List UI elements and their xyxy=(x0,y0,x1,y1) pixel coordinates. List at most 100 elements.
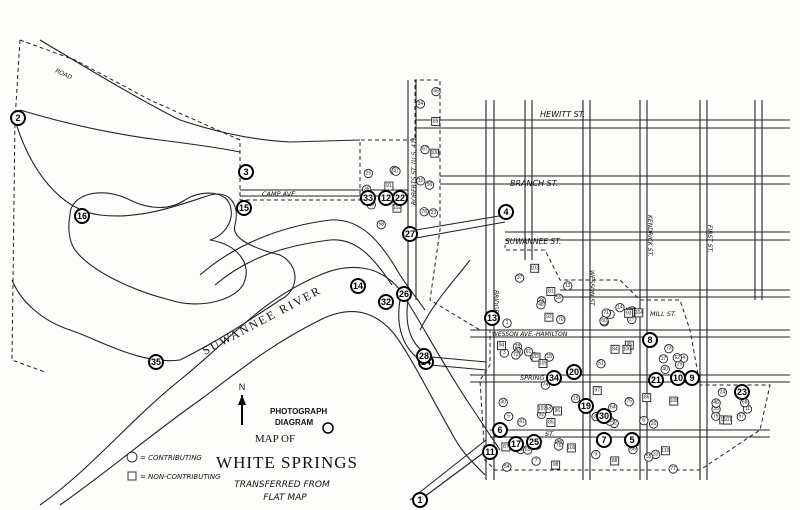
svg-text:87: 87 xyxy=(503,444,509,450)
photo-marker-32: 32 xyxy=(378,294,394,310)
svg-text:81: 81 xyxy=(548,288,554,294)
svg-text:60: 60 xyxy=(601,318,607,324)
photo-marker-3: 3 xyxy=(238,164,254,180)
river-bank-south xyxy=(59,311,486,506)
contributing-site-54: 54 xyxy=(502,462,512,472)
street-label-hewitt: HEWITT ST. xyxy=(540,110,585,119)
svg-text:61: 61 xyxy=(526,349,532,355)
svg-text:3: 3 xyxy=(503,350,506,356)
park-outline xyxy=(11,119,296,362)
contributing-site-57: 57 xyxy=(736,411,746,422)
noncontributing-site-103: 103 xyxy=(530,263,540,273)
svg-text:21: 21 xyxy=(651,375,661,385)
contributing-site-59: 59 xyxy=(554,293,564,303)
noncontributing-site-104: 104 xyxy=(634,308,644,318)
svg-text:4: 4 xyxy=(503,207,508,217)
noncontributing-site-105: 105 xyxy=(538,359,548,368)
svg-text:73: 73 xyxy=(666,346,672,352)
contributing-site-37: 37 xyxy=(514,273,525,283)
svg-text:63: 63 xyxy=(545,406,551,412)
photo-marker-22: 22 xyxy=(392,190,408,206)
contributing-site-19: 19 xyxy=(571,393,581,404)
photo-markers: 1234567891011121314151617192021222324252… xyxy=(10,110,750,508)
photo-marker-7: 7 xyxy=(596,432,612,448)
svg-text:33: 33 xyxy=(653,451,659,457)
svg-text:28: 28 xyxy=(419,351,429,361)
svg-text:85: 85 xyxy=(548,419,554,425)
svg-text:58: 58 xyxy=(378,222,384,228)
noncontributing-site-91: 91 xyxy=(384,181,394,191)
street-label-suwannee: SUWANNEE ST. xyxy=(505,237,561,246)
svg-text:72: 72 xyxy=(513,352,519,358)
svg-text:68: 68 xyxy=(742,400,748,406)
legend: PHOTOGRAPH DIAGRAM = CONTRIBUTING = NON-… xyxy=(126,407,334,481)
svg-text:15: 15 xyxy=(546,354,552,360)
contributing-site-20: 20 xyxy=(648,419,659,429)
noncontributing-site-107: 107 xyxy=(537,404,547,414)
svg-text:25: 25 xyxy=(529,437,539,447)
photo-marker-12: 12 xyxy=(378,190,394,206)
photo-marker-15: 15 xyxy=(236,200,252,216)
svg-text:105: 105 xyxy=(539,360,548,366)
noncontributing-site-94: 94 xyxy=(497,341,506,351)
svg-text:20: 20 xyxy=(569,367,579,377)
photo-marker-27: 27 xyxy=(402,226,418,242)
svg-text:15: 15 xyxy=(239,203,249,213)
contributing-site-10: 10 xyxy=(416,176,426,186)
svg-text:4: 4 xyxy=(682,355,685,361)
contributing-site-9: 9 xyxy=(591,449,601,460)
svg-text:70: 70 xyxy=(558,317,564,323)
photo-marker-28: 28 xyxy=(416,348,432,364)
svg-text:55: 55 xyxy=(646,454,652,460)
svg-text:89: 89 xyxy=(433,119,439,125)
svg-text:65: 65 xyxy=(525,447,531,453)
svg-text:34: 34 xyxy=(418,101,424,107)
spring-area-outline xyxy=(68,192,247,305)
svg-text:102: 102 xyxy=(393,205,402,211)
svg-text:76: 76 xyxy=(556,443,562,449)
contributing-site-76: 76 xyxy=(553,441,564,451)
svg-text:23: 23 xyxy=(737,387,747,397)
contributing-site-17: 17 xyxy=(658,354,669,364)
svg-text:94: 94 xyxy=(499,343,505,349)
photo-marker-30: 30 xyxy=(596,408,612,424)
photo-marker-10: 10 xyxy=(670,370,686,386)
svg-text:103: 103 xyxy=(531,265,540,271)
svg-text:2: 2 xyxy=(15,113,20,123)
contributing-site-51: 51 xyxy=(596,359,606,369)
svg-text:17: 17 xyxy=(661,356,667,362)
contributing-site-6: 6 xyxy=(639,416,649,426)
street-label-kendrick: KENDRICK ST. xyxy=(646,215,653,257)
svg-text:75: 75 xyxy=(626,399,632,405)
noncontributing-site-81: 81 xyxy=(546,287,556,296)
legend-contributing-symbol xyxy=(126,451,138,463)
railroad-lower xyxy=(19,109,241,153)
street-label-wesson-st: WESSON ST. xyxy=(588,270,595,307)
svg-text:42: 42 xyxy=(611,420,617,426)
svg-text:84: 84 xyxy=(612,346,618,352)
noncontributing-site-100: 100 xyxy=(430,148,440,158)
contributing-site-13: 13 xyxy=(563,281,573,291)
svg-text:35: 35 xyxy=(713,406,719,412)
contributing-site-7: 7 xyxy=(531,456,541,466)
contributing-site-68: 68 xyxy=(740,398,750,408)
photo-marker-26: 26 xyxy=(396,286,412,302)
contributing-site-71: 71 xyxy=(601,308,611,318)
svg-text:91: 91 xyxy=(386,183,392,189)
contributing-site-25: 25 xyxy=(363,168,373,179)
photo-marker-5: 5 xyxy=(624,432,640,448)
north-label: N xyxy=(239,382,246,392)
district-boundary xyxy=(19,39,771,471)
svg-text:14: 14 xyxy=(617,305,623,311)
photo-marker-21: 21 xyxy=(648,372,664,388)
legend-noncontributing: = NON-CONTRIBUTING xyxy=(140,473,221,481)
svg-text:13: 13 xyxy=(565,283,571,289)
svg-text:8: 8 xyxy=(647,335,652,345)
contributing-site-41: 41 xyxy=(517,417,527,427)
photo-marker-14: 14 xyxy=(350,278,366,294)
contributing-site-75: 75 xyxy=(624,397,634,407)
photo-marker-11: 11 xyxy=(482,444,498,460)
svg-text:54: 54 xyxy=(504,464,510,470)
contributing-site-67: 67 xyxy=(420,144,430,155)
